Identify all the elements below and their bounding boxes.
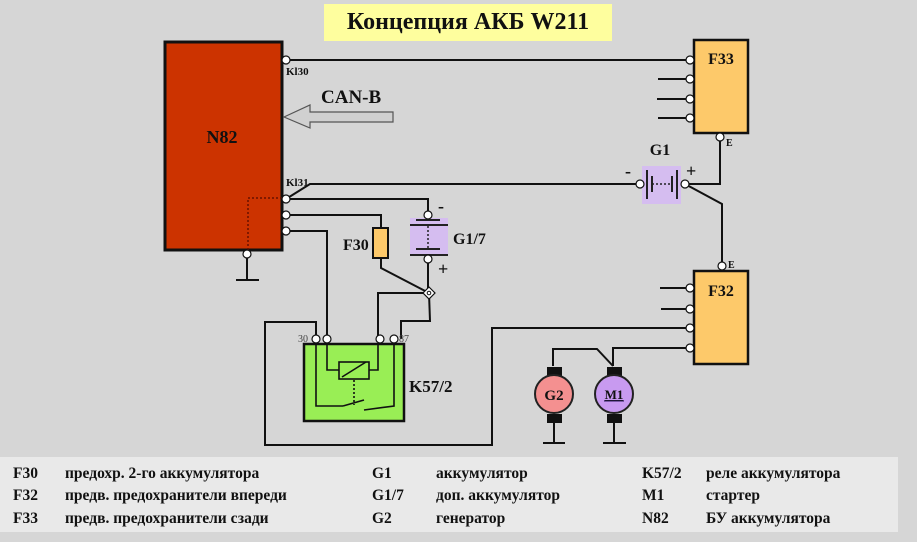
can-b-label: CAN-B	[321, 87, 381, 108]
legend-desc: БУ аккумулятора	[706, 510, 831, 527]
g1-7-battery: G1/7 - +	[410, 196, 486, 279]
legend-desc: доп. аккумулятор	[436, 487, 560, 504]
wire-kl31-g1	[285, 183, 640, 200]
can-b-arrow: CAN-B	[282, 87, 394, 129]
legend-desc: аккумулятор	[436, 465, 528, 482]
legend-code: K57/2	[642, 465, 682, 482]
legend-item: F32 предв. предохранители впереди	[13, 487, 287, 505]
legend-item: M1 стартер	[642, 487, 760, 505]
k57-2-pin-87-label: 87	[399, 334, 409, 345]
legend-code: G1	[372, 465, 392, 482]
g1-7-plus-label: +	[438, 259, 448, 279]
legend-item: G2 генератор	[372, 510, 505, 528]
legend-desc: стартер	[706, 487, 760, 504]
legend-desc: генератор	[436, 510, 506, 527]
wire-m1-g2	[552, 348, 614, 367]
legend-desc: предв. предохранители впереди	[65, 487, 287, 504]
wires	[236, 59, 723, 446]
g1-minus-label: -	[625, 161, 631, 181]
legend-item: G1/7 доп. аккумулятор	[372, 487, 560, 505]
wire-g1-f33e	[685, 137, 721, 185]
f30-fuse: F30	[343, 227, 389, 259]
m1-starter: M1	[594, 367, 634, 423]
diagram-title: Концепция АКБ W211	[324, 4, 612, 41]
wire-node-relay-87	[400, 292, 432, 339]
legend-desc: предохр. 2-го аккумулятора	[65, 465, 260, 482]
legend-code: F32	[13, 487, 38, 504]
f30-label: F30	[343, 237, 369, 254]
legend-code: M1	[642, 487, 665, 504]
legend-item: F33 предв. предохранители сзади	[13, 510, 269, 528]
g2-label: G2	[544, 388, 563, 404]
wire-relay30-f32	[264, 321, 690, 446]
junction-node	[422, 286, 436, 300]
g1-7-minus-label: -	[438, 196, 444, 216]
legend-desc: предв. предохранители сзади	[65, 510, 269, 527]
k57-2-relay: 30 87 K57/2	[298, 334, 452, 423]
f32-label: F32	[708, 283, 734, 300]
wire-f30-node	[380, 258, 430, 294]
k57-2-pin-30-label: 30	[298, 334, 308, 345]
g1-battery: G1 - +	[625, 142, 696, 204]
f33-fuse-box: F33 E	[685, 38, 750, 149]
f33-label: F33	[708, 51, 734, 68]
n82-pin-kl31-label: Kl31	[286, 177, 309, 189]
legend-code: F33	[13, 510, 38, 527]
g2-generator: G2	[534, 367, 574, 423]
legend-code: G1/7	[372, 487, 404, 504]
legend-code: N82	[642, 510, 669, 527]
g1-7-label: G1/7	[453, 231, 486, 248]
n82-label: N82	[207, 127, 238, 147]
f32-pin-e-label: E	[728, 260, 735, 271]
legend-code: F30	[13, 465, 38, 482]
wire-n82-f30	[286, 214, 382, 228]
n82-control-unit: N82 Kl30 Kl31	[163, 40, 309, 259]
legend-desc: реле аккумулятора	[706, 465, 841, 482]
wire-g1-f32e	[684, 183, 723, 266]
wire-f32-generator	[612, 347, 690, 366]
wire-n82-g17-minus	[286, 198, 429, 215]
f33-pin-e-label: E	[726, 138, 733, 149]
k57-2-label: K57/2	[409, 377, 452, 396]
wire-n82-relay	[286, 230, 328, 339]
wire-node-relay-86	[377, 292, 429, 339]
m1-label: M1	[605, 387, 624, 402]
g1-label: G1	[650, 142, 670, 159]
legend-item: K57/2 реле аккумулятора	[642, 465, 840, 483]
f32-fuse-box: F32 E	[685, 260, 750, 366]
legend-item: F30 предохр. 2-го аккумулятора	[13, 465, 259, 483]
legend-item: G1 аккумулятор	[372, 465, 528, 483]
legend-code: G2	[372, 510, 392, 527]
g1-plus-label: +	[686, 161, 696, 181]
legend-item: N82 БУ аккумулятора	[642, 510, 830, 528]
n82-pin-kl30-label: Kl30	[286, 66, 309, 78]
legend: F30 предохр. 2-го аккумулятора F32 предв. …	[0, 457, 898, 532]
